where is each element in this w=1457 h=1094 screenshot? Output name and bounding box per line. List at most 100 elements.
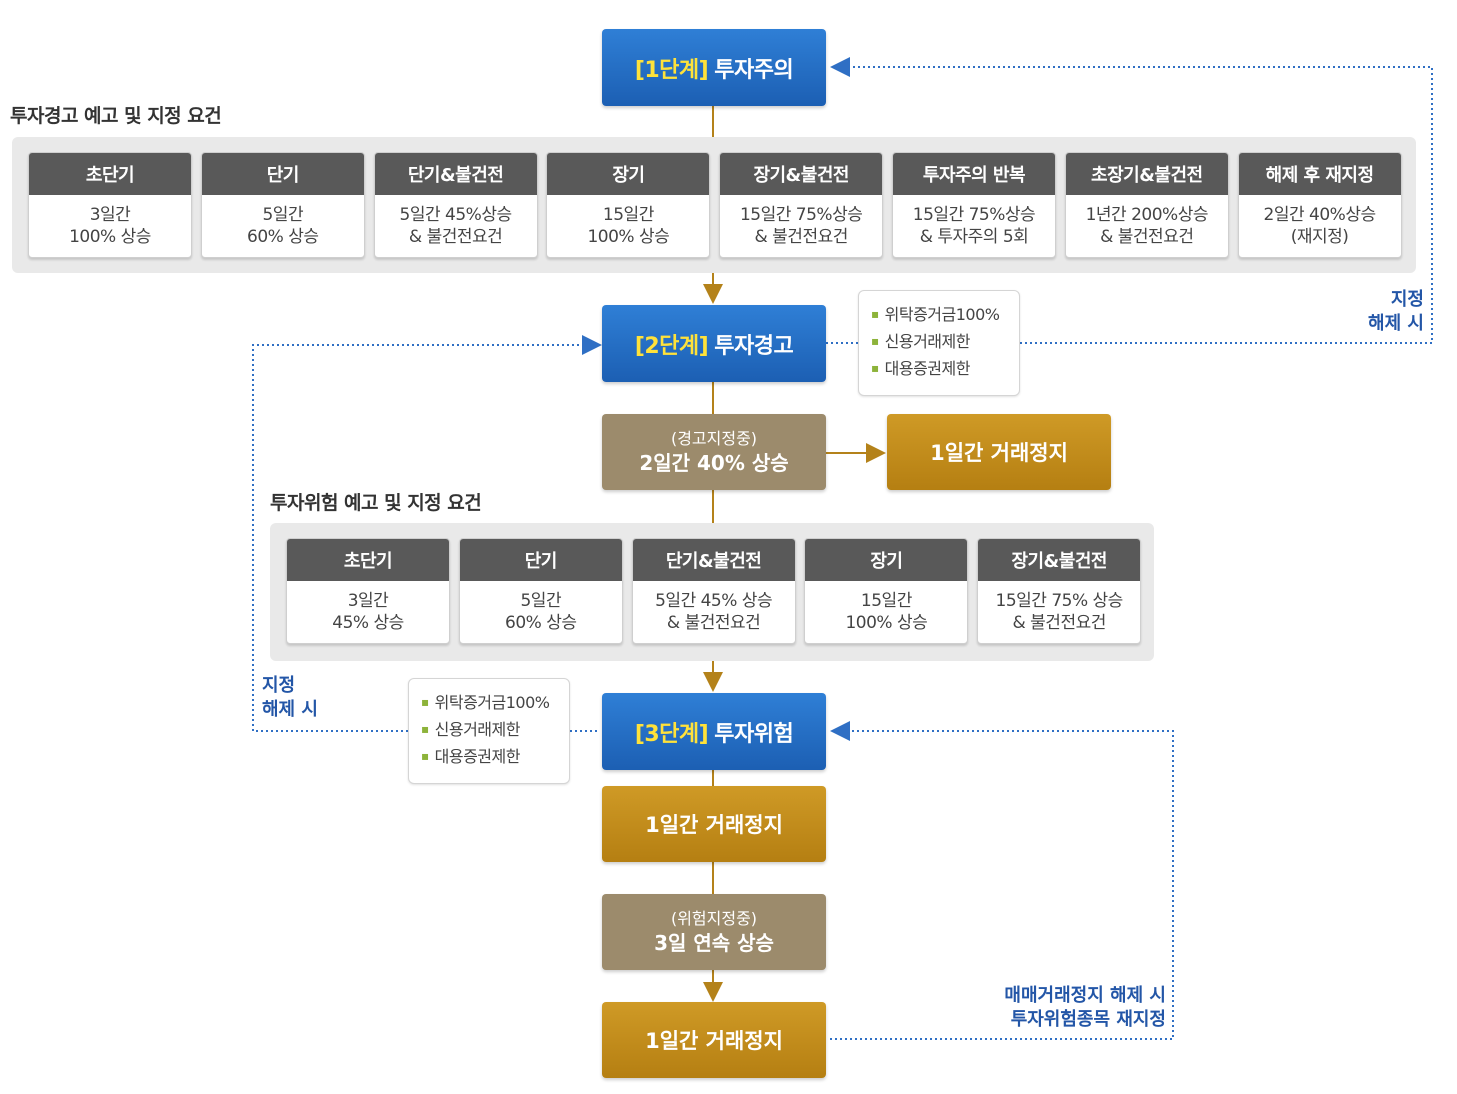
condition-card-line2: 100% 상승 (69, 227, 151, 247)
release-label-line: 지정 (1390, 289, 1424, 310)
halt-box-warning: 1일간 거래정지 (887, 414, 1111, 490)
condition-card-line1: 3일간 (89, 205, 131, 225)
condition-card-line2: & 불건전요건 (754, 227, 849, 247)
condition-card-head: 장기 (805, 539, 968, 581)
redesignate-label-line: 매매거래정지 해제 시 (1004, 985, 1166, 1006)
warning-designated-box: (경고지정중) 2일간 40% 상승 (602, 414, 826, 490)
risk-section-title: 투자위험 예고 및 지정 요건 (270, 492, 482, 514)
note-item: 대용증권제한 (421, 743, 557, 770)
condition-card-line2: & 불건전요건 (666, 613, 761, 633)
warning-condition-card: 투자주의 반복 15일간 75%상승& 투자주의 5회 (892, 152, 1056, 258)
condition-card-line2: 100% 상승 (587, 227, 670, 247)
condition-card-line1: 5일간 (520, 591, 562, 611)
condition-card-head: 장기&불건전 (720, 153, 883, 195)
stage2-restrictions-note: 위탁증거금100% 신용거래제한 대용증권제한 (858, 290, 1020, 396)
condition-card-head: 단기&불건전 (374, 153, 537, 195)
condition-card-line2: & 불건전요건 (1012, 613, 1107, 633)
condition-card-head: 장기 (547, 153, 710, 195)
stage3-box: [3단계] 투자위험 (602, 693, 826, 770)
stage1-name: 투자주의 (714, 57, 794, 83)
halt-box-stage3: 1일간 거래정지 (602, 786, 826, 862)
condition-card-head: 초단기 (287, 539, 449, 581)
condition-card-head: 해제 후 재지정 (1238, 153, 1401, 195)
condition-card-line2: & 불건전요건 (1100, 227, 1194, 247)
condition-card-body: 2일간 40%상승(재지정) (1239, 195, 1401, 257)
risk-designated-status: (위험지정중) (670, 909, 758, 928)
condition-card-head: 단기 (201, 153, 364, 195)
redesignate-label-line: 투자위험종목 재지정 (1010, 1009, 1166, 1030)
condition-card-line2: 45% 상승 (332, 613, 404, 633)
stage2-name: 투자경고 (714, 333, 794, 359)
stage3-name: 투자위험 (714, 721, 794, 747)
condition-card-line1: 1년간 200%상승 (1085, 205, 1209, 225)
condition-card-body: 15일간 75% 상승& 불건전요건 (978, 581, 1140, 643)
condition-card-line1: 15일간 75%상승 (739, 205, 863, 225)
stage3-level: [3단계] (634, 721, 709, 747)
warning-designated-condition: 2일간 40% 상승 (639, 451, 789, 475)
condition-card-head: 단기 (459, 539, 622, 581)
release-label-line: 해제 시 (262, 699, 318, 720)
condition-card-body: 5일간 45%상승& 불건전요건 (375, 195, 537, 257)
release-path-right (830, 57, 1433, 344)
redesignate-path (830, 721, 1174, 1040)
condition-card-body: 1년간 200%상승& 불건전요건 (1066, 195, 1228, 257)
condition-card-head: 투자주의 반복 (893, 153, 1055, 195)
condition-card-line2: 60% 상승 (505, 613, 577, 633)
condition-card-line2: 60% 상승 (247, 227, 319, 247)
condition-card-head: 장기&불건전 (978, 539, 1141, 581)
redesignate-label: 매매거래정지 해제 시 투자위험종목 재지정 (960, 984, 1166, 1032)
note-item: 신용거래제한 (421, 716, 557, 743)
condition-card-line1: 3일간 (347, 591, 389, 611)
condition-card-line1: 5일간 (262, 205, 304, 225)
release-label-line: 해제 시 (1368, 313, 1424, 334)
condition-card-line1: 15일간 75%상승 (912, 205, 1036, 225)
stage1-box: [1단계] 투자주의 (602, 29, 826, 106)
condition-card-line2: & 불건전요건 (408, 227, 503, 247)
condition-card-head: 초장기&불건전 (1065, 153, 1228, 195)
note-item: 신용거래제한 (871, 328, 1007, 355)
warning-designated-status: (경고지정중) (670, 429, 758, 448)
note-item: 위탁증거금100% (871, 301, 1007, 328)
release-label-right: 지정 해제 시 (1366, 288, 1424, 336)
release-label-line: 지정 (262, 675, 296, 696)
condition-card-line2: & 투자주의 5회 (919, 227, 1029, 247)
condition-card-line2: 100% 상승 (845, 613, 928, 633)
release-label-left: 지정 해제 시 (262, 674, 318, 722)
stage2-box: [2단계] 투자경고 (602, 305, 826, 382)
condition-card-line1: 15일간 75% 상승 (995, 591, 1124, 611)
stage3-restrictions-note: 위탁증거금100% 신용거래제한 대용증권제한 (408, 678, 570, 784)
condition-card-body: 15일간 75%상승& 불건전요건 (720, 195, 882, 257)
warning-section-title: 투자경고 예고 및 지정 요건 (10, 105, 222, 127)
risk-designated-condition: 3일 연속 상승 (654, 931, 774, 955)
condition-card-line1: 5일간 45%상승 (399, 205, 513, 225)
note-item: 위탁증거금100% (421, 689, 557, 716)
risk-designated-box: (위험지정중) 3일 연속 상승 (602, 894, 826, 970)
condition-card-head: 초단기 (29, 153, 191, 195)
stage2-level: [2단계] (634, 333, 709, 359)
condition-card-line1: 15일간 (602, 205, 654, 225)
note-item: 대용증권제한 (871, 355, 1007, 382)
condition-card-line1: 15일간 (860, 591, 912, 611)
condition-card-line1: 5일간 45% 상승 (655, 591, 773, 611)
condition-card-head: 단기&불건전 (632, 539, 795, 581)
stage1-level: [1단계] (634, 57, 709, 83)
condition-card-body: 5일간 45% 상승& 불건전요건 (633, 581, 795, 643)
condition-card-line2: (재지정) (1290, 227, 1349, 247)
